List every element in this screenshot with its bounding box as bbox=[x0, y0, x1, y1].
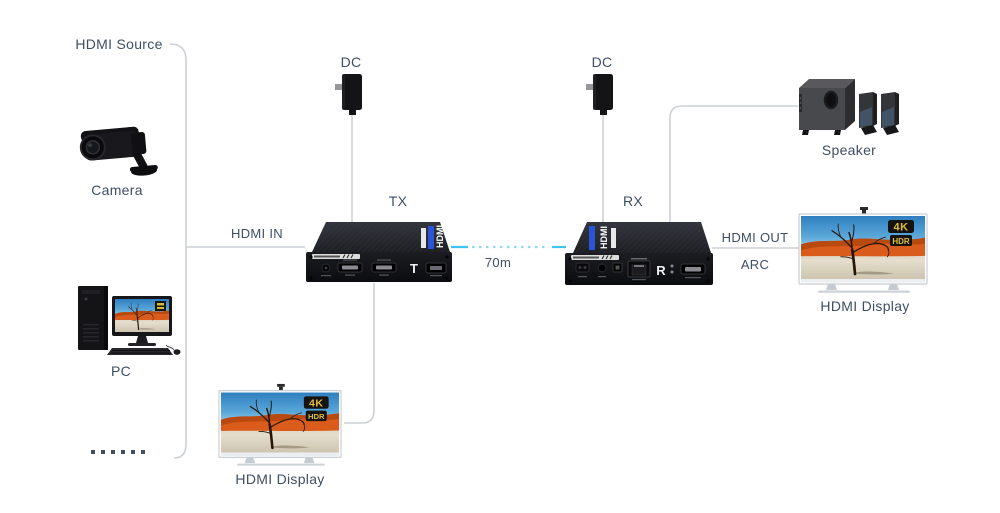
tx-display-line bbox=[344, 283, 375, 424]
hdmi-source-label: HDMI Source bbox=[75, 36, 163, 52]
hdmi-display-bottom: 4K HDR bbox=[218, 383, 342, 466]
satellite-speaker-left bbox=[859, 92, 877, 135]
speaker-line bbox=[669, 105, 798, 222]
hdmi-in-label: HDMI IN bbox=[231, 226, 283, 241]
hdmi-display-right-label: HDMI Display bbox=[820, 298, 910, 314]
badge-4k-text: 4K bbox=[309, 398, 323, 409]
rx-title: RX bbox=[622, 193, 644, 209]
speaker-icon bbox=[799, 79, 899, 135]
rx-dc-adapter-icon bbox=[586, 74, 613, 115]
rx-top-tag: HDMI bbox=[589, 226, 616, 250]
rx-top-tag-text: HDMI bbox=[599, 226, 609, 249]
hdmi-display-right: 4K HDR bbox=[798, 207, 928, 293]
badge-hdr-text: HDR bbox=[892, 237, 910, 246]
tx-front-letter: T bbox=[410, 261, 418, 276]
camera-label: Camera bbox=[91, 182, 143, 198]
pc-icon bbox=[78, 286, 181, 355]
rx-dc-label: DC bbox=[591, 54, 613, 70]
hdmi-display-bottom-label: HDMI Display bbox=[235, 471, 325, 487]
arc-label: ARC bbox=[740, 257, 770, 272]
tx-top-tag-text: HDMI bbox=[435, 225, 445, 248]
badge-4k-hdr: 4K HDR bbox=[888, 220, 914, 246]
tx-top-tag: HDMI bbox=[421, 225, 445, 249]
rx-front-letter: R bbox=[656, 263, 666, 278]
rx-ir-jack bbox=[597, 263, 607, 273]
tx-dc-label: DC bbox=[340, 54, 362, 70]
tx-dc-adapter-icon bbox=[335, 74, 362, 115]
pc-badge bbox=[155, 301, 166, 311]
badge-4k-text: 4K bbox=[893, 222, 908, 234]
link-length-label: 70m bbox=[484, 255, 512, 270]
pc-label: PC bbox=[110, 363, 132, 379]
speaker-label: Speaker bbox=[821, 142, 877, 158]
rx-power-port bbox=[575, 262, 590, 273]
hdmi-out-label: HDMI OUT bbox=[721, 230, 789, 245]
more-sources-dots bbox=[91, 450, 151, 454]
rx-device: HDMI R bbox=[565, 222, 713, 285]
camera-icon bbox=[79, 126, 158, 176]
badge-4k-hdr: 4K HDR bbox=[303, 396, 329, 422]
tx-device: HDMI T bbox=[306, 222, 452, 282]
badge-hdr-text: HDR bbox=[308, 412, 325, 421]
tx-title: TX bbox=[388, 193, 408, 209]
satellite-speaker-right bbox=[881, 92, 899, 135]
source-bracket-line bbox=[169, 43, 187, 459]
